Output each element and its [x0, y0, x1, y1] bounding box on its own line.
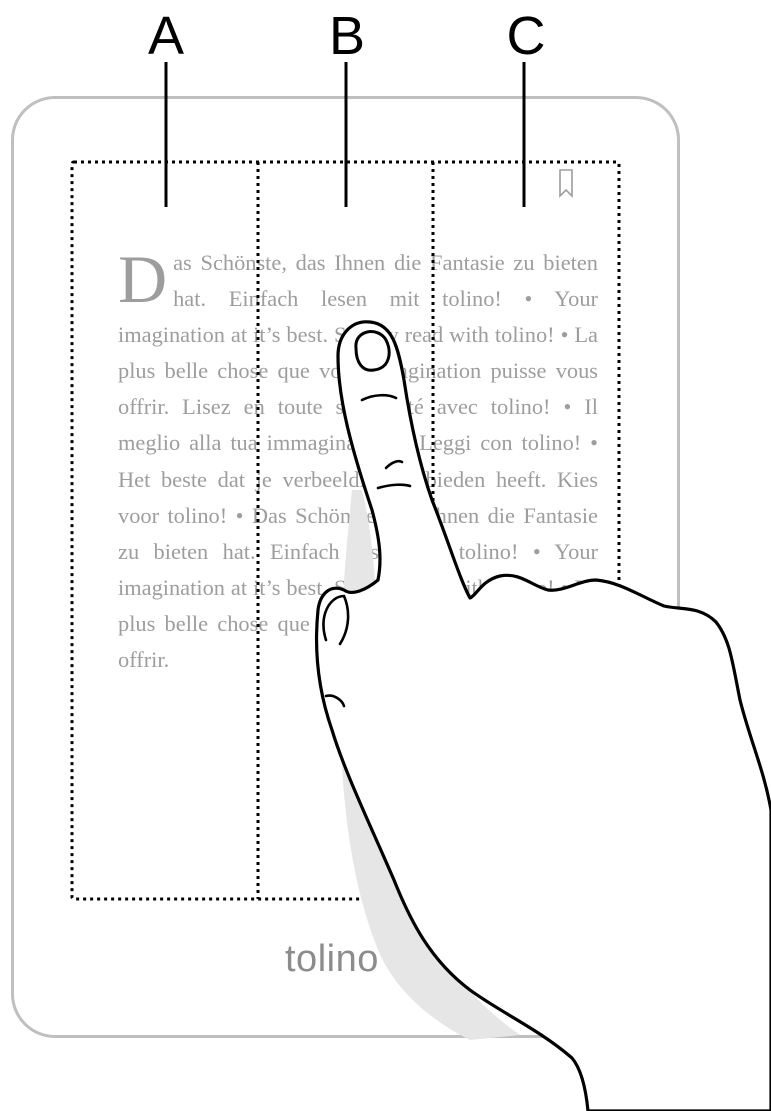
bookmark-icon: [560, 170, 572, 196]
label-pointers: [166, 62, 524, 207]
pointing-hand-icon: [317, 322, 771, 1111]
